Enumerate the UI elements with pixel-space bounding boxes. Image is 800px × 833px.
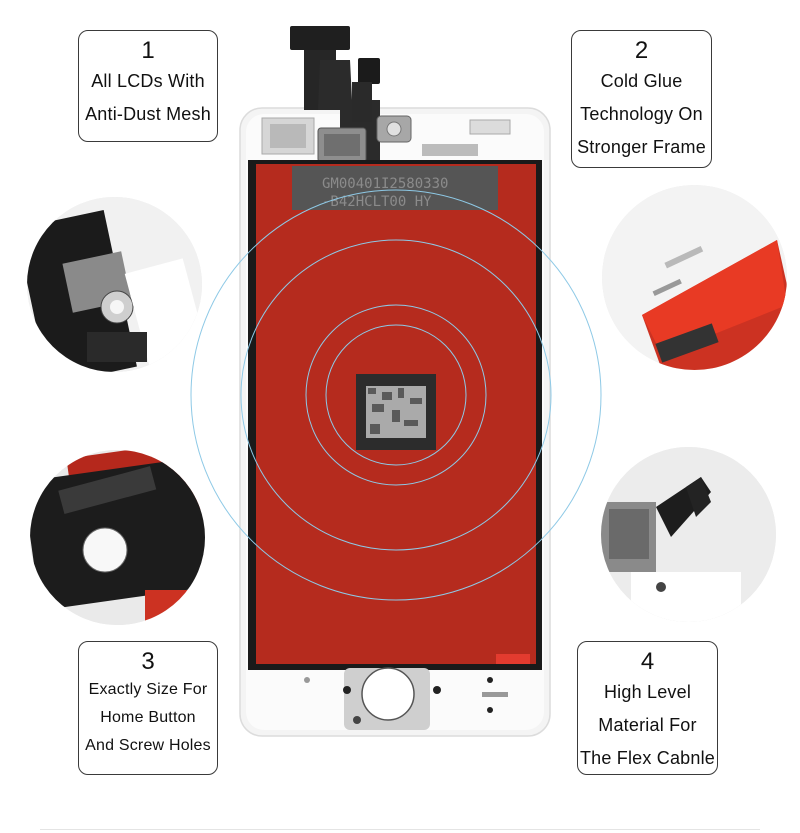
feature-text-line: The Flex Cabnle bbox=[579, 748, 716, 768]
feature-text-line: And Screw Holes bbox=[85, 737, 211, 754]
feature-number: 4 bbox=[640, 648, 655, 675]
feature-text-line: Stronger Frame bbox=[577, 137, 706, 157]
home-button-opening bbox=[343, 667, 441, 730]
feature-text-line: Material For bbox=[598, 715, 697, 735]
blue-rings bbox=[190, 189, 602, 601]
feature-text-line: Exactly Size For bbox=[88, 681, 208, 698]
feature-text-line: Anti-Dust Mesh bbox=[85, 104, 211, 124]
feature-text-line: Cold Glue bbox=[600, 71, 683, 91]
feature-number: 3 bbox=[141, 648, 155, 675]
detail-photo-bottom-left bbox=[30, 450, 205, 625]
feature-callout-1: 1 All LCDs With Anti-Dust Mesh bbox=[78, 30, 218, 142]
feature-callout-3: 3 Exactly Size For Home Button And Screw… bbox=[78, 641, 218, 775]
divider bbox=[40, 829, 760, 830]
detail-photo-top-right bbox=[602, 185, 787, 370]
feature-callout-4: 4 High Level Material For The Flex Cabnl… bbox=[577, 641, 718, 775]
lcd-label-line2: -B42HCLT00 HY bbox=[322, 194, 432, 210]
feature-text-line: Technology On bbox=[580, 104, 703, 124]
feature-text-line: All LCDs With bbox=[91, 71, 205, 91]
feature-text-line: Home Button bbox=[100, 709, 196, 726]
top-flex-cable bbox=[290, 26, 412, 163]
feature-number: 2 bbox=[634, 37, 649, 64]
feature-number: 1 bbox=[141, 37, 155, 64]
detail-photo-bottom-right bbox=[601, 447, 776, 622]
feature-callout-2: 2 Cold Glue Technology On Stronger Frame bbox=[571, 30, 712, 168]
detail-photo-top-left bbox=[27, 197, 202, 372]
lcd-label-line1: GM00401I2580330 bbox=[322, 176, 448, 192]
feature-text-line: High Level bbox=[603, 682, 692, 702]
